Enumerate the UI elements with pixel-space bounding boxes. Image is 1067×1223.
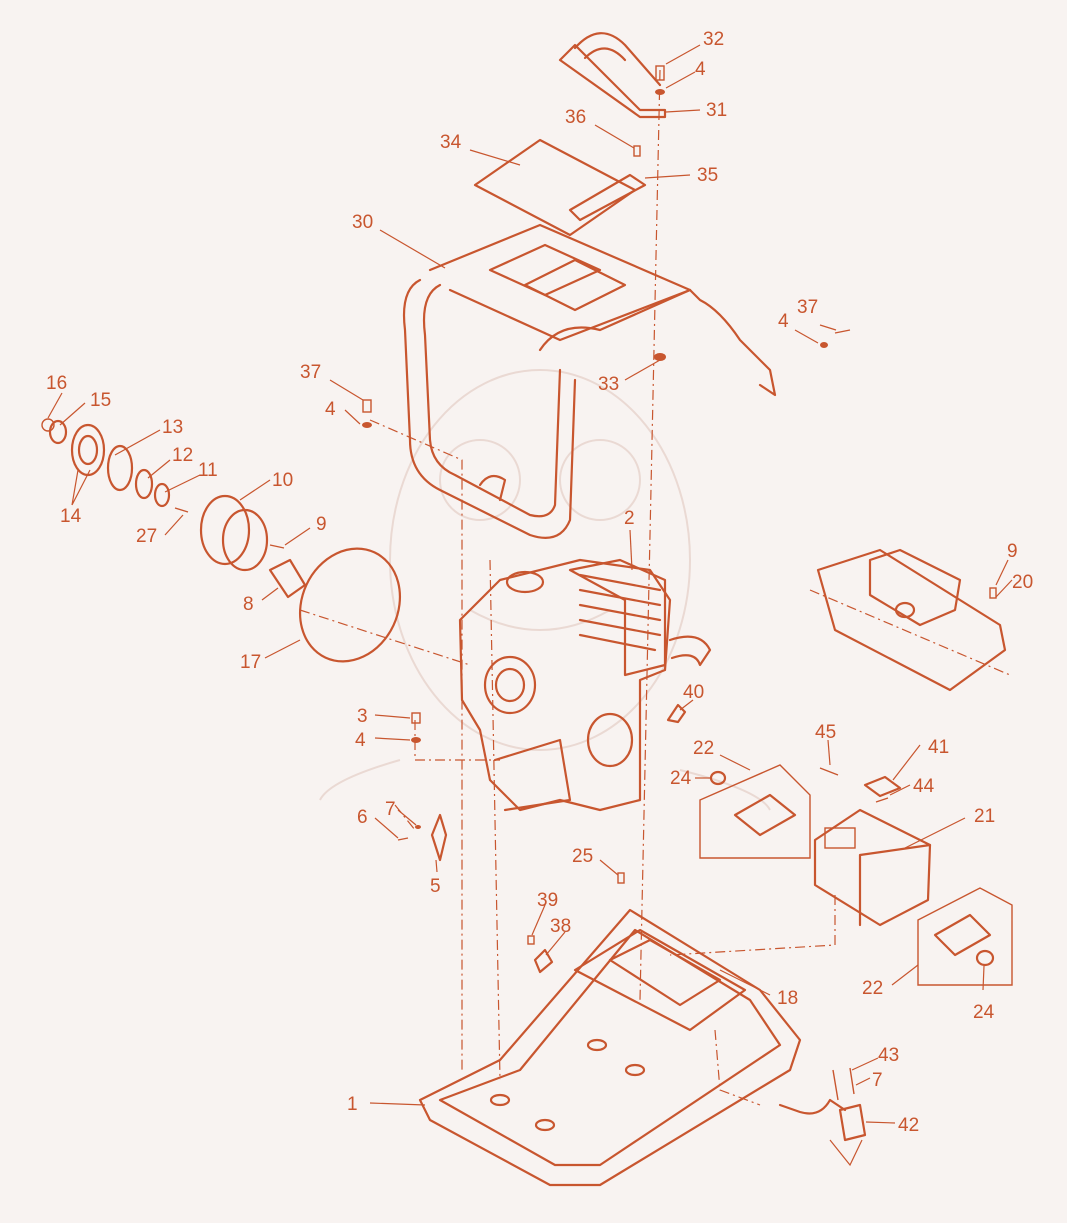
callout-7: 7 [385,799,396,820]
callout-27: 27 [136,526,157,547]
carry-handle [558,32,667,119]
callout-16: 16 [46,373,67,394]
callout-4: 4 [778,311,789,332]
callout-32: 32 [703,29,724,50]
callout-1: 1 [347,1094,358,1115]
callout-45: 45 [815,722,836,743]
callout-24: 24 [973,1002,995,1023]
callout-3: 3 [357,706,368,727]
callout-21: 21 [974,806,995,827]
callout-43: 43 [878,1045,899,1066]
callout-37: 37 [797,297,818,318]
engine-bolts [362,329,851,743]
callout-42: 42 [898,1115,919,1136]
callout-24: 24 [670,768,692,789]
callout-20: 20 [1012,572,1033,593]
battery-brackets [699,764,1013,986]
engine [458,558,712,812]
callout-8: 8 [243,594,254,615]
small-fittings [397,703,687,862]
callout-15: 15 [90,390,111,411]
callout-18: 18 [777,988,798,1009]
callout-22: 22 [693,738,714,759]
callout-36: 36 [565,107,586,128]
callout-5: 5 [430,876,441,897]
sensor-cable [778,1067,867,1142]
callout-17: 17 [240,652,261,673]
callout-35: 35 [697,165,718,186]
callout-4: 4 [355,730,366,751]
leader-lines [47,44,1013,1167]
assembly-centerlines [299,69,1011,1106]
callout-6: 6 [357,807,368,828]
callout-4: 4 [695,59,706,80]
watermark-logo [319,369,771,811]
base-plate [418,872,802,1187]
callout-12: 12 [172,445,193,466]
cover-plate [473,138,647,237]
top-bolts [633,65,666,361]
callout-2: 2 [624,508,635,529]
callout-labels: 32 4 31 36 34 35 30 37 4 33 37 4 16 15 1… [46,29,1033,1136]
callout-39: 39 [537,890,558,911]
callout-33: 33 [598,374,619,395]
callout-41: 41 [928,737,949,758]
callout-38: 38 [550,916,571,937]
callout-11: 11 [198,460,218,481]
guard-frame [402,223,777,539]
callout-31: 31 [706,100,727,121]
callout-13: 13 [162,417,183,438]
callout-14: 14 [60,506,82,527]
callout-44: 44 [913,776,935,797]
callout-7: 7 [872,1070,883,1091]
callout-37: 37 [300,362,321,383]
drive-belt [298,547,402,663]
callout-9: 9 [1007,541,1018,562]
callout-40: 40 [683,682,704,703]
callout-9: 9 [316,514,327,535]
callout-34: 34 [440,132,462,153]
callout-10: 10 [272,470,293,491]
callout-22: 22 [862,978,883,999]
callout-25: 25 [572,846,593,867]
battery-cover-housing [816,548,1007,692]
callout-30: 30 [352,212,373,233]
callout-4: 4 [325,399,336,420]
battery [813,808,932,927]
